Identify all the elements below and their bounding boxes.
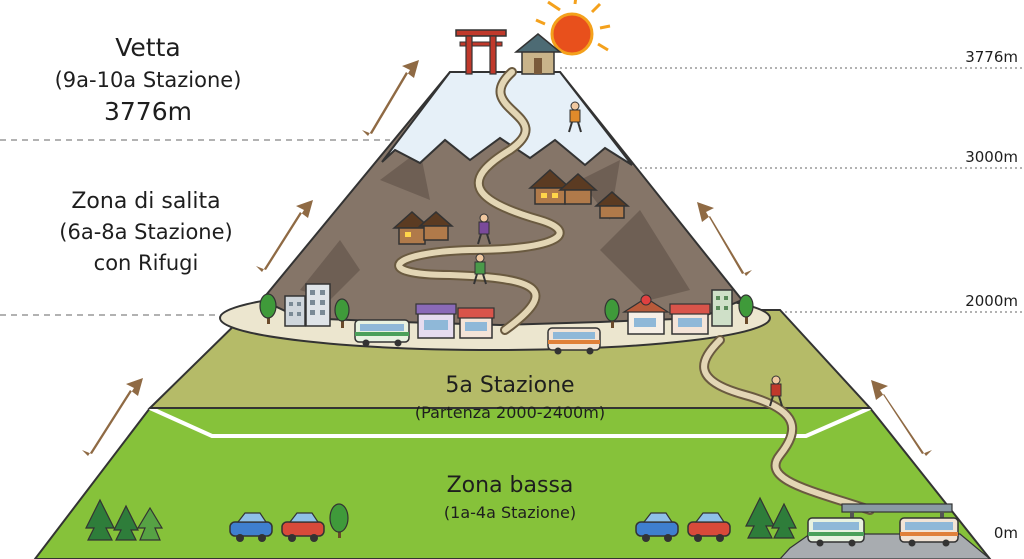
fifth-station-subtitle: (Partenza 2000-2400m) xyxy=(415,403,605,422)
climbing-zone-subtitle: (6a-8a Stazione) xyxy=(59,220,232,244)
shop-icon xyxy=(669,303,711,335)
bus-icon xyxy=(547,327,601,355)
mountain-hut-icon xyxy=(528,168,598,205)
bus-icon xyxy=(899,517,959,547)
summit-subtitle: (9a-10a Stazione) xyxy=(55,68,242,92)
altitude-mark-2000: 2000m xyxy=(965,292,1018,310)
bus-icon xyxy=(354,319,410,347)
altitude-mark-3000: 3000m xyxy=(965,148,1018,166)
tree-icon xyxy=(259,293,277,324)
car-icon xyxy=(635,512,679,542)
bus-icon xyxy=(807,517,865,547)
shop-icon xyxy=(457,307,495,339)
summit-title: Vetta xyxy=(115,33,180,62)
shop-icon xyxy=(621,294,671,335)
tree-icon xyxy=(136,506,164,541)
hiker-icon xyxy=(477,213,491,245)
altitude-mark-0: 0m xyxy=(994,524,1018,542)
torii-gate-icon xyxy=(455,29,507,75)
fifth-station-title: 5a Stazione xyxy=(445,373,574,398)
climbing-zone-line3: con Rifugi xyxy=(94,251,199,275)
tree-icon xyxy=(334,298,350,328)
summit-altitude: 3776m xyxy=(104,97,192,126)
hiker-icon xyxy=(568,101,582,133)
tree-icon xyxy=(738,294,754,324)
up-arrow-icon xyxy=(256,200,313,272)
hiker-icon xyxy=(473,253,487,285)
lower-zone-title: Zona bassa xyxy=(447,473,574,498)
car-icon xyxy=(281,512,325,542)
lower-zone-subtitle: (1a-4a Stazione) xyxy=(444,503,576,522)
building-icon xyxy=(284,283,331,327)
shrine-icon xyxy=(513,33,563,75)
car-icon xyxy=(687,512,731,542)
tree-icon xyxy=(745,496,797,539)
mountain-hut-icon xyxy=(594,191,630,219)
up-arrow-icon xyxy=(362,60,419,136)
up-arrow-icon xyxy=(871,380,932,456)
car-icon xyxy=(229,512,273,542)
building-icon xyxy=(711,289,733,327)
sun-icon xyxy=(535,0,611,56)
tree-icon xyxy=(329,503,349,538)
shop-icon xyxy=(415,303,457,339)
tree-icon xyxy=(604,298,620,328)
tree-icon xyxy=(85,498,139,541)
altitude-guides xyxy=(0,67,1024,316)
climbing-zone-title: Zona di salita xyxy=(71,189,220,214)
hiker-icon xyxy=(769,375,783,407)
mountain-hut-icon xyxy=(392,210,454,245)
up-arrow-icon xyxy=(82,378,143,456)
altitude-mark-3776: 3776m xyxy=(965,48,1018,66)
hiking-trail-fill xyxy=(396,69,873,513)
up-arrow-icon xyxy=(697,202,752,276)
